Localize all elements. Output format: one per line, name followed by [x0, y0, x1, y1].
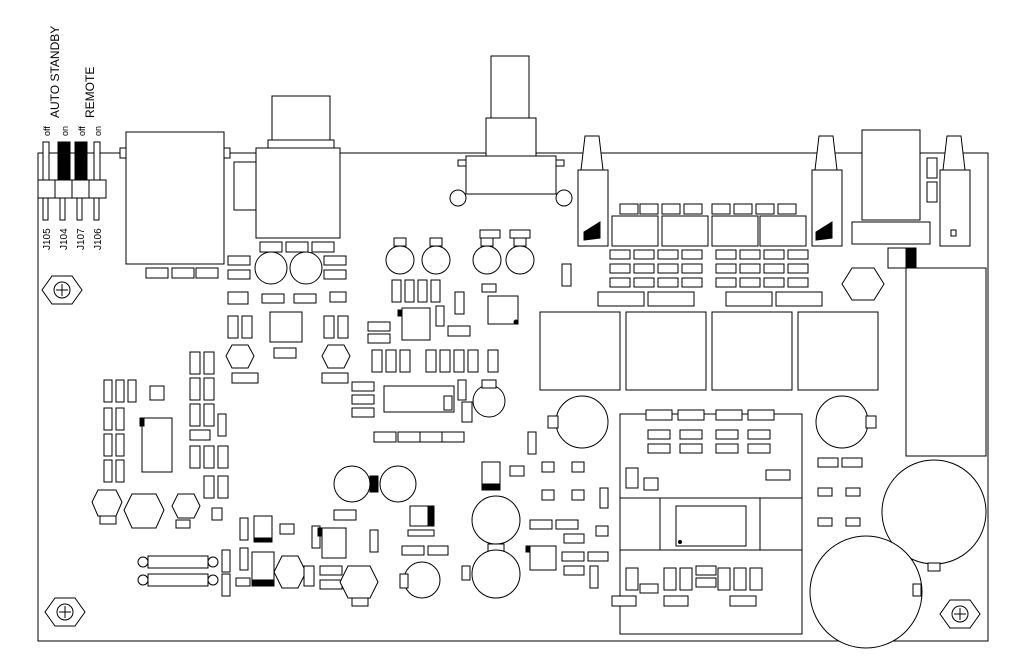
jumper-header — [37, 141, 107, 221]
capacitor-mid-2-tab — [865, 415, 877, 429]
jack-connector — [233, 95, 341, 239]
lower-center-parts — [137, 431, 609, 607]
output-device-1 — [539, 311, 621, 391]
capacitor-mid-1-tab — [547, 415, 559, 429]
j104-label: J104 — [59, 228, 70, 250]
jumper-off-label-1: off — [42, 126, 52, 136]
input-connector — [119, 131, 231, 265]
j107-label: J107 — [76, 228, 87, 250]
capacitor-mid-2 — [815, 395, 869, 449]
capacitor-large-2-tab — [912, 583, 922, 597]
power-transistor-2 — [811, 135, 843, 247]
resistor-row-top — [561, 203, 823, 307]
j106-label: J106 — [93, 228, 104, 250]
small-part-top-right-1 — [926, 157, 938, 179]
output-device-2 — [625, 311, 707, 391]
mounting-hole-top-left — [41, 275, 83, 305]
jumper-on-label-2: on — [93, 126, 103, 136]
power-transistor-3 — [939, 135, 971, 247]
remote-label: REMOTE — [83, 67, 97, 118]
diode-block-band — [905, 247, 917, 269]
power-transistor-1 — [577, 135, 609, 247]
mounting-hole-bottom-right — [939, 599, 981, 629]
capacitor-mid-1 — [555, 395, 609, 449]
fuse-holder — [851, 221, 931, 245]
ic-area-left — [91, 267, 229, 529]
capacitor-large-2 — [809, 535, 923, 649]
hex-standoff — [841, 267, 885, 301]
jumper-on-label-1: on — [60, 126, 70, 136]
output-device-3 — [711, 311, 793, 391]
output-device-4 — [797, 311, 879, 391]
potentiometer — [449, 55, 573, 207]
regulator-block — [861, 129, 921, 221]
large-side-capacitor — [905, 267, 987, 457]
capacitor-large-1-tab — [927, 562, 941, 572]
power-module — [611, 409, 803, 635]
opamp-circuit-left — [225, 241, 351, 384]
j105-label: J105 — [42, 228, 53, 250]
jumper-off-label-2: off — [77, 126, 87, 136]
mounting-hole-bottom-left — [44, 597, 86, 627]
opamp-circuit-center — [351, 229, 535, 443]
auto-standby-label: AUTO STANDBY — [48, 26, 62, 118]
small-part-top-right-2 — [926, 181, 938, 203]
